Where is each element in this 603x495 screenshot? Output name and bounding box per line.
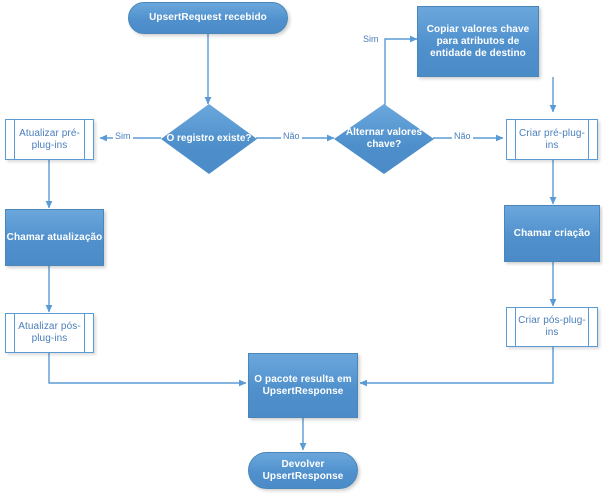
node-copy-keys-label: Copiar valores chave para atributos de e… [426, 23, 530, 59]
node-end-label: Devolver UpsertResponse [262, 458, 344, 482]
edge-update-post-to-package [48, 352, 247, 387]
node-start-terminator[interactable]: UpsertRequest recebido [128, 2, 288, 34]
node-swap-keys-label: Alternar valores chave? [345, 127, 423, 150]
edge-label-swap-yes: Sim [361, 34, 381, 44]
node-call-create-label: Chamar criação [513, 227, 591, 239]
node-swap-keys-decision[interactable]: Alternar valores chave? [334, 104, 434, 174]
node-end-terminator[interactable]: Devolver UpsertResponse [248, 452, 358, 489]
node-update-pre-plugins[interactable]: Atualizar pré-plug-ins [5, 119, 94, 160]
node-record-exists-decision[interactable]: O registro existe? [161, 104, 257, 174]
node-update-post-plugins-label: Atualizar pós-plug-ins [18, 321, 81, 344]
node-call-create-process[interactable]: Chamar criação [504, 205, 600, 262]
node-create-pre-plugins[interactable]: Criar pré-plug-ins [506, 119, 598, 160]
edge-create-post-to-package [359, 346, 554, 387]
node-package-result-process[interactable]: O pacote resulta em UpsertResponse [248, 353, 358, 418]
node-update-post-plugins[interactable]: Atualizar pós-plug-ins [5, 313, 94, 353]
node-copy-keys-process[interactable]: Copiar valores chave para atributos de e… [417, 6, 539, 77]
edge-label-exists-yes: Sim [113, 131, 133, 141]
edge-swap-yes-to-copy-keys [384, 35, 418, 112]
edge-label-swap-no: Não [452, 131, 473, 141]
node-create-pre-plugins-label: Criar pré-plug-ins [519, 127, 585, 151]
node-update-pre-plugins-label: Atualizar pré-plug-ins [19, 127, 80, 151]
node-create-post-plugins[interactable]: Criar pós-plug-ins [506, 307, 598, 347]
node-start-label: UpsertRequest recebido [149, 12, 267, 23]
node-record-exists-label: O registro existe? [166, 133, 252, 144]
node-call-update-label: Chamar atualização [6, 231, 103, 243]
edge-label-exists-no: Não [281, 131, 302, 141]
node-call-update-process[interactable]: Chamar atualização [5, 209, 104, 266]
node-create-post-plugins-label: Criar pós-plug-ins [518, 315, 586, 338]
node-package-result-label: O pacote resulta em UpsertResponse [254, 373, 352, 397]
